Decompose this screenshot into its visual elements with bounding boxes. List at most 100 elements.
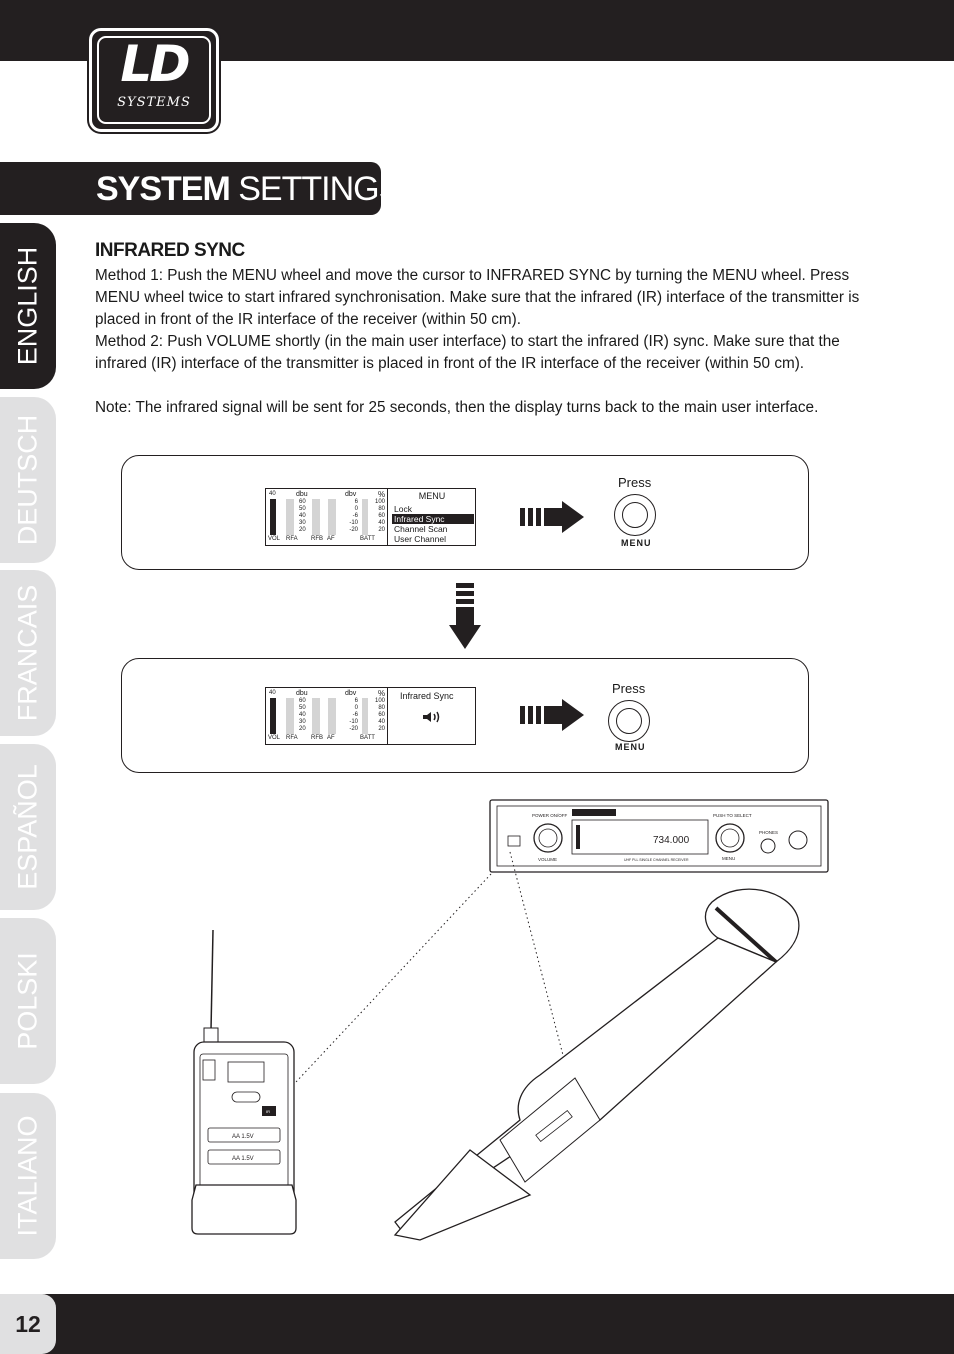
menu-knob-label: MENU xyxy=(621,538,652,548)
dbv-tick: 0 xyxy=(354,506,358,512)
press-label: Press xyxy=(618,475,652,490)
dbv-tick: 6 xyxy=(354,499,358,505)
lcd-menu-panel: MENU Lock Infrared Sync Channel Scan Use… xyxy=(387,489,476,545)
menu-knob[interactable] xyxy=(608,700,650,742)
lcd-vol-bar xyxy=(270,698,276,734)
lcd-af-bar xyxy=(328,698,336,734)
pct-tick: 20 xyxy=(378,726,385,732)
dbu-tick: 50 xyxy=(299,705,306,711)
right-arrow-icon xyxy=(520,501,584,533)
lcd-batt-bar xyxy=(362,698,368,734)
tab-polski[interactable]: POLSKI xyxy=(0,918,56,1084)
receiver-frequency: 734.000 xyxy=(653,835,690,846)
ld-systems-logo: LD SYSTEMS xyxy=(89,28,219,132)
tab-english-label: ENGLISH xyxy=(12,246,43,366)
dbv-tick: -10 xyxy=(349,719,358,725)
menu-knob-label: MENU xyxy=(615,742,646,752)
lcd-rfb-bar xyxy=(312,499,320,535)
lcd-dbv-label: dbv xyxy=(345,690,357,697)
pct-tick: 100 xyxy=(374,698,385,704)
dbv-tick: -20 xyxy=(349,527,358,533)
tab-deutsch-label: DEUTSCH xyxy=(12,414,43,546)
menu-item-infrared-sync[interactable]: Infrared Sync xyxy=(392,514,474,524)
menu-item-channel-scan[interactable]: Channel Scan xyxy=(394,524,448,534)
dbu-tick: 30 xyxy=(299,520,306,526)
dbv-tick: 0 xyxy=(354,705,358,711)
receiver-lcd xyxy=(571,819,709,855)
battery-slot-2 xyxy=(207,1149,281,1165)
receiver-ir-window xyxy=(507,835,521,847)
method-2-text: Method 2: Push VOLUME shortly (in the ma… xyxy=(95,333,840,372)
pct-tick: 60 xyxy=(378,712,385,718)
tab-italiano[interactable]: ITALIANO xyxy=(0,1093,56,1259)
lcd-menu-title: MENU xyxy=(418,491,446,501)
lcd-batt-bar xyxy=(362,499,368,535)
pct-tick: 40 xyxy=(378,520,385,526)
lcd-dbv-label: dbv xyxy=(345,491,357,498)
lcd-rfa-bar xyxy=(286,499,294,535)
lcd-af-label: AF xyxy=(327,735,335,741)
bodypack-mute-button xyxy=(231,1091,261,1103)
tab-deutsch[interactable]: DEUTSCH xyxy=(0,397,56,563)
handheld-microphone xyxy=(393,888,800,1241)
pct-tick: 20 xyxy=(378,527,385,533)
menu-knob[interactable] xyxy=(614,494,656,536)
receiver-model-text: UHF PLL SINGLE CHANNEL RECEIVER xyxy=(624,858,689,862)
lcd-vol-value: 40 xyxy=(269,690,276,696)
lcd-batt-label: BATT xyxy=(360,536,375,542)
page-title-bold: SYSTEM xyxy=(96,170,231,208)
dbu-tick: 60 xyxy=(299,698,306,704)
battery-1-label: AA 1.5V xyxy=(232,1134,254,1140)
volume-knob xyxy=(533,823,563,853)
down-arrow-icon xyxy=(449,583,481,649)
lcd-rfa-label: RFA xyxy=(286,735,298,741)
receiver-logo xyxy=(572,809,616,816)
title-bar xyxy=(0,162,381,215)
tab-english[interactable]: ENGLISH xyxy=(0,223,56,389)
receiver-menu-knob xyxy=(715,823,745,853)
dbu-tick: 60 xyxy=(299,499,306,505)
dbv-tick: -6 xyxy=(352,513,358,519)
receiver-push-label: PUSH TO SELECT xyxy=(713,813,752,818)
tab-francais[interactable]: FRANCAIS xyxy=(0,570,56,736)
logo-frame xyxy=(97,36,211,124)
lcd-rfa-label: RFA xyxy=(286,536,298,542)
lcd-dbu-label: dbu xyxy=(296,690,308,697)
battery-2-label: AA 1.5V xyxy=(232,1156,254,1162)
dbv-tick: 6 xyxy=(354,698,358,704)
menu-item-lock[interactable]: Lock xyxy=(394,504,412,514)
logo-systems-text: SYSTEMS xyxy=(117,95,191,110)
method-1-text: Method 1: Push the MENU wheel and move t… xyxy=(95,267,860,328)
dbu-tick: 40 xyxy=(299,513,306,519)
lcd-rfb-label: RFB xyxy=(311,536,323,542)
bodypack-clip xyxy=(191,1184,297,1235)
menu-item-user-channel[interactable]: User Channel xyxy=(394,534,446,544)
lcd-rfb-bar xyxy=(312,698,320,734)
section-body: Method 1: Push the MENU wheel and move t… xyxy=(95,265,875,419)
press-label: Press xyxy=(612,681,646,696)
lcd-vol-bar xyxy=(270,499,276,535)
lcd-pct-label: % xyxy=(378,490,386,499)
page-title-light: SETTINGS: xyxy=(229,170,409,208)
dbu-tick: 40 xyxy=(299,712,306,718)
lcd-af-bar xyxy=(328,499,336,535)
tab-espanol[interactable]: ESPAÑOL xyxy=(0,744,56,910)
receiver-phones-label: PHONES xyxy=(759,830,778,835)
dbv-tick: -10 xyxy=(349,520,358,526)
lcd-batt-label: BATT xyxy=(360,735,375,741)
lcd-sync-title: Infrared Sync xyxy=(400,691,454,701)
bodypack-ir-label: IR xyxy=(266,1109,270,1114)
page-title: SYSTEM SETTINGS: xyxy=(96,169,410,209)
lcd-sync-panel: Infrared Sync xyxy=(387,688,476,744)
tab-francais-label: FRANCAIS xyxy=(12,584,43,722)
dbu-tick: 30 xyxy=(299,719,306,725)
bodypack-transmitter: IR AA 1.5V AA 1.5V xyxy=(191,929,297,1235)
lcd-rfb-label: RFB xyxy=(311,735,323,741)
